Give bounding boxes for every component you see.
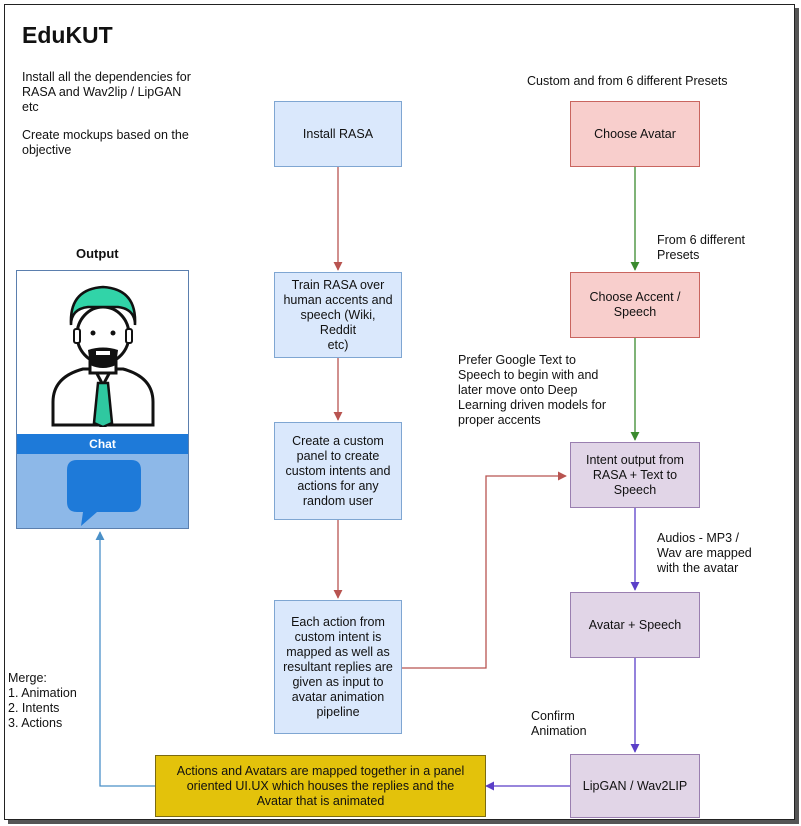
node-text: Each action from custom intent is mapped… xyxy=(283,615,393,720)
label-line: Presets xyxy=(657,248,700,262)
node-custom-panel: Create a custom panel to create custom i… xyxy=(274,422,402,520)
node-intent-output: Intent output from RASA + Text to Speech xyxy=(570,442,700,508)
note-line: etc xyxy=(22,100,39,114)
label-presets-top: Custom and from 6 different Presets xyxy=(527,74,728,88)
label-line: Audios - MP3 / xyxy=(657,531,739,545)
node-line: RASA + Text to xyxy=(592,467,678,482)
node-line: Speech xyxy=(613,305,657,319)
node-line: human accents and xyxy=(283,292,393,307)
merge-note: Merge: 1. Animation 2. Intents 3. Action… xyxy=(8,671,77,731)
node-install-rasa: Install RASA xyxy=(274,101,402,167)
node-choose-accent: Choose Accent / Speech xyxy=(570,272,700,338)
merge-line: 1. Animation xyxy=(8,686,77,700)
label-line: later move onto Deep xyxy=(458,383,578,397)
node-text: Install RASA xyxy=(303,127,373,142)
node-line: Install RASA xyxy=(302,126,374,141)
node-avatar-speech: Avatar + Speech xyxy=(570,592,700,658)
page-title: EduKUT xyxy=(22,22,113,48)
avatar-icon xyxy=(51,285,155,427)
frame-shadow-right xyxy=(795,8,799,824)
node-line: given as input to xyxy=(292,674,384,689)
node-line: random user xyxy=(302,493,374,508)
label-audios: Audios - MP3 / Wav are mapped with the a… xyxy=(657,531,752,576)
node-train-rasa: Train RASA over human accents and speech… xyxy=(274,272,402,358)
node-line: Each action from xyxy=(291,614,385,629)
frame-border xyxy=(4,4,795,820)
node-text: Create a custom panel to create custom i… xyxy=(286,434,391,509)
node-line: etc) xyxy=(327,337,349,352)
label-line: From 6 different xyxy=(657,233,746,247)
node-line: avatar animation xyxy=(291,689,385,704)
edge-mapped-to-output xyxy=(95,531,155,787)
note-line: objective xyxy=(22,143,72,157)
node-line: Avatar that is animated xyxy=(256,793,385,808)
label-google-tts: Prefer Google Text to Speech to begin wi… xyxy=(458,353,606,428)
node-line: Actions and Avatars are mapped together … xyxy=(176,763,465,778)
node-text: Train RASA over human accents and speech… xyxy=(283,278,393,353)
node-text: Choose Avatar xyxy=(594,127,676,142)
label-confirm: Confirm Animation xyxy=(531,709,587,739)
node-line: Avatar + Speech xyxy=(588,617,682,632)
merge-line: 2. Intents xyxy=(8,701,60,715)
node-line: Choose Accent / xyxy=(589,290,681,304)
edge-action-to-intent xyxy=(401,471,567,669)
node-line: Speech xyxy=(613,482,657,497)
output-label: Output xyxy=(76,246,119,261)
node-line: resultant replies are xyxy=(283,659,393,674)
label-line: Confirm xyxy=(531,709,575,723)
chat-label: Chat xyxy=(89,437,116,451)
label-line: Speech to begin with and xyxy=(458,368,599,382)
frame-shadow-bottom xyxy=(8,820,799,824)
node-text: Choose Accent / Speech xyxy=(589,290,680,320)
node-choose-avatar: Choose Avatar xyxy=(570,101,700,167)
label-line: Wav are mapped xyxy=(657,546,752,560)
note-line: RASA and Wav2lip / LipGAN xyxy=(22,85,182,99)
node-line: Create a custom xyxy=(292,433,384,448)
node-text: Actions and Avatars are mapped together … xyxy=(177,764,464,809)
note-line: Install all the dependencies for xyxy=(22,70,191,84)
node-line: custom intent is xyxy=(294,629,382,644)
node-text: Avatar + Speech xyxy=(589,618,682,633)
label-line: Animation xyxy=(531,724,587,738)
merge-line: 3. Actions xyxy=(8,716,63,730)
node-line: mapped as well as xyxy=(286,644,390,659)
node-line: Intent output from xyxy=(586,452,684,467)
node-line: speech (Wiki, Reddit xyxy=(300,307,376,337)
label-line: with the avatar xyxy=(657,561,739,575)
node-lipgan: LipGAN / Wav2LIP xyxy=(570,754,700,818)
output-panel: Chat xyxy=(16,270,189,529)
label-line: Prefer Google Text to xyxy=(458,353,576,367)
label-presets-mid: From 6 different Presets xyxy=(657,233,745,263)
label-line: proper accents xyxy=(458,413,541,427)
note-dependencies: Install all the dependencies for RASA an… xyxy=(22,70,191,115)
chat-bar[interactable]: Chat xyxy=(17,434,188,454)
chat-area xyxy=(17,454,188,528)
note-mockups: Create mockups based on the objective xyxy=(22,128,189,158)
node-line: custom intents and xyxy=(285,463,391,478)
node-line: panel to create xyxy=(296,448,380,463)
node-line: Choose Avatar xyxy=(594,126,676,141)
node-line: pipeline xyxy=(316,704,360,719)
node-line: Train RASA over xyxy=(291,277,385,292)
node-each-action: Each action from custom intent is mapped… xyxy=(274,600,402,734)
label-line: Learning driven models for xyxy=(458,398,606,412)
node-line: oriented UI.UX which houses the replies … xyxy=(186,778,455,793)
node-actions-avatars: Actions and Avatars are mapped together … xyxy=(155,755,486,817)
merge-line: Merge: xyxy=(8,671,47,685)
node-line: LipGAN / Wav2LIP xyxy=(582,778,688,793)
node-line: actions for any xyxy=(297,478,379,493)
note-line: Create mockups based on the xyxy=(22,128,189,142)
node-text: LipGAN / Wav2LIP xyxy=(583,779,687,794)
chat-bubble-icon xyxy=(67,460,141,526)
node-text: Intent output from RASA + Text to Speech xyxy=(586,453,684,498)
